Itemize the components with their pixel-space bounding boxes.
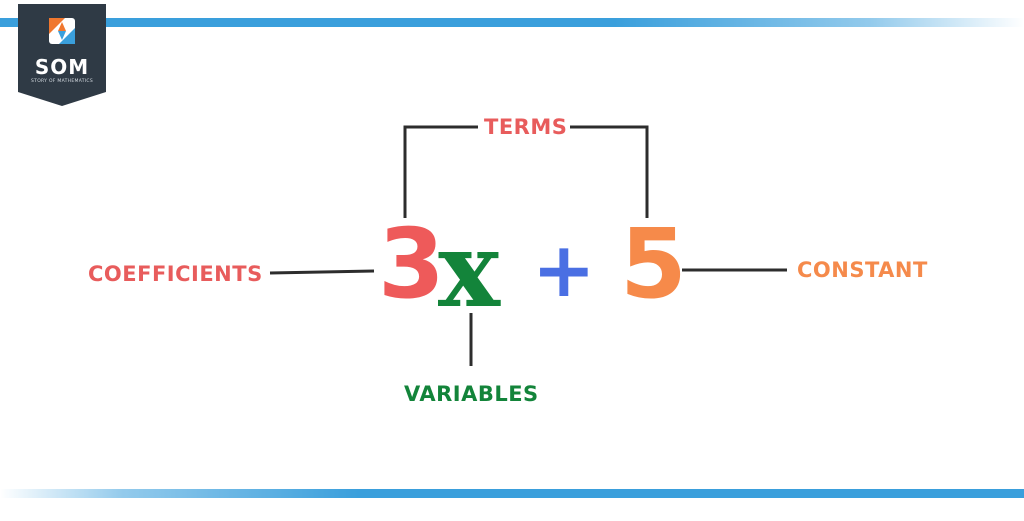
som-logo [18,4,106,106]
logo-badge-shape [18,4,106,106]
coefficients-label: COEFFICIENTS [88,262,263,286]
terms-bracket-right [570,125,649,218]
bottom-accent-stripe [0,489,1024,498]
top-accent-stripe [0,18,1024,27]
constant-label: CONSTANT [797,258,928,282]
logo-text: SOM [34,55,90,79]
expression-constant: 5 [620,208,687,320]
expression-operator: + [532,225,596,314]
terms-label: TERMS [484,115,568,139]
logo-subtitle: STORY OF MATHEMATICS [31,79,93,84]
variables-label: VARIABLES [404,382,539,406]
expression-coefficient: 3 [378,208,445,320]
terms-bracket-left [403,125,478,218]
expression-variable: x [438,208,501,331]
coefficients-connector [269,269,375,275]
logo-emblem-icon [49,18,75,44]
